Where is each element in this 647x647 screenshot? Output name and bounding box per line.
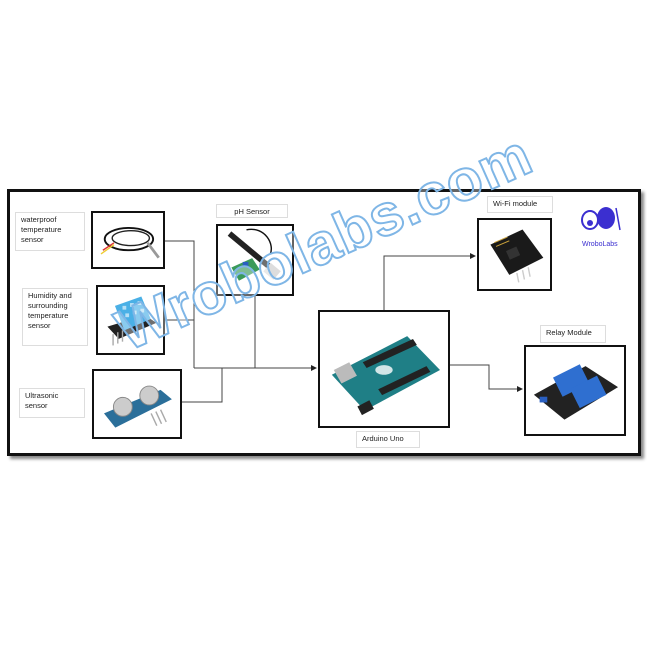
wifi-module-image xyxy=(477,218,552,291)
ph-sensor-image xyxy=(216,224,294,296)
wire-relay xyxy=(450,364,523,392)
relay-module-label: Relay Module xyxy=(540,325,606,343)
ultrasonic-sensor-image xyxy=(92,369,182,439)
relay-module-image xyxy=(524,345,626,436)
svg-text:WroboLabs: WroboLabs xyxy=(582,241,618,248)
humidity-sensor-label: Humidity and surrounding temperature sen… xyxy=(22,288,88,346)
wire-ultrasonic xyxy=(182,368,223,403)
humidity-sensor-image xyxy=(96,285,165,355)
waterproof-sensor-label: waterproof temperature sensor xyxy=(15,212,85,251)
arduino-uno-image xyxy=(318,310,450,428)
wifi-module-label: Wi-Fi module xyxy=(487,196,553,213)
ph-sensor-label: pH Sensor xyxy=(216,204,288,218)
arduino-label: Arduino Uno xyxy=(356,431,420,448)
waterproof-sensor-image xyxy=(91,211,165,269)
wire-waterproof xyxy=(165,240,195,368)
ultrasonic-sensor-label: Ultrasonic sensor xyxy=(19,388,85,418)
wrobolabs-logo: WroboLabs xyxy=(580,200,628,250)
wire-wifi xyxy=(383,253,476,310)
